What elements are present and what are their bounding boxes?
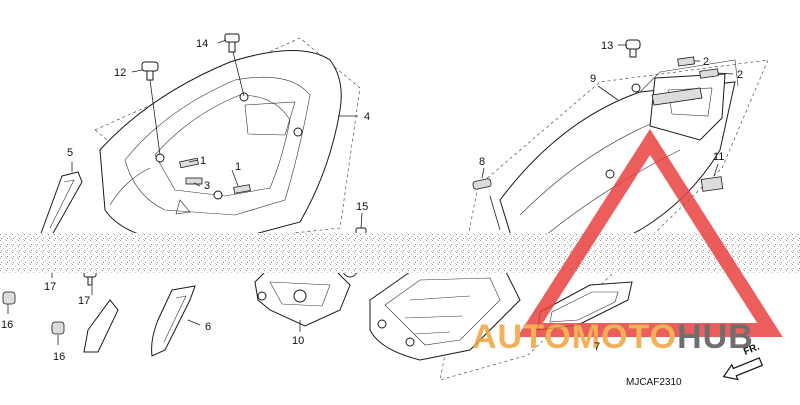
callout-16b: 16 bbox=[53, 351, 65, 363]
seat-cowl-part bbox=[94, 37, 361, 241]
callout-labels: 14 12 4 5 1 1 3 15 13 9 2 2 8 11 7 17 17… bbox=[1, 38, 743, 363]
watermark-logo: AUTOMOTOHUB bbox=[472, 128, 783, 356]
watermark-triangle bbox=[517, 128, 783, 337]
callout-17a: 17 bbox=[44, 281, 56, 293]
bracket-part-10 bbox=[254, 262, 358, 327]
cushion-11 bbox=[700, 176, 724, 192]
callout-17b: 17 bbox=[78, 295, 90, 307]
side-cover-part-6 bbox=[83, 285, 196, 357]
bolt-13 bbox=[625, 39, 641, 58]
callout-13: 13 bbox=[601, 40, 613, 52]
callout-4: 4 bbox=[364, 111, 370, 123]
side-cover-part-5 bbox=[39, 171, 83, 237]
callout-6: 6 bbox=[205, 321, 211, 333]
callout-1a: 1 bbox=[200, 155, 206, 167]
callout-10: 10 bbox=[292, 335, 304, 347]
callout-2a: 2 bbox=[703, 56, 709, 68]
grommet-16a bbox=[2, 291, 16, 305]
front-direction-arrow: FR. bbox=[722, 341, 764, 381]
callout-2b: 2 bbox=[737, 69, 743, 81]
pad-2a bbox=[677, 56, 695, 67]
grommet-16b bbox=[51, 321, 65, 335]
callout-14: 14 bbox=[196, 38, 208, 50]
callout-9: 9 bbox=[590, 73, 596, 85]
callout-11: 11 bbox=[713, 151, 724, 163]
bolt-12 bbox=[141, 61, 159, 81]
scan-noise-band bbox=[0, 233, 800, 273]
leader-lines bbox=[7, 39, 734, 345]
callout-5: 5 bbox=[67, 147, 73, 159]
pad-2b bbox=[699, 68, 719, 79]
watermark-text: AUTOMOTOHUB bbox=[472, 318, 754, 356]
cushion-8 bbox=[472, 178, 492, 190]
callout-3: 3 bbox=[204, 180, 210, 192]
bolt-14 bbox=[224, 33, 240, 53]
callout-7: 7 bbox=[594, 341, 600, 353]
callout-12: 12 bbox=[114, 67, 126, 79]
callout-8: 8 bbox=[479, 156, 485, 168]
diagram-code: MJCAF2310 bbox=[626, 377, 682, 388]
callout-1b: 1 bbox=[235, 161, 241, 173]
callout-15: 15 bbox=[356, 201, 368, 213]
callout-16a: 16 bbox=[1, 319, 13, 331]
